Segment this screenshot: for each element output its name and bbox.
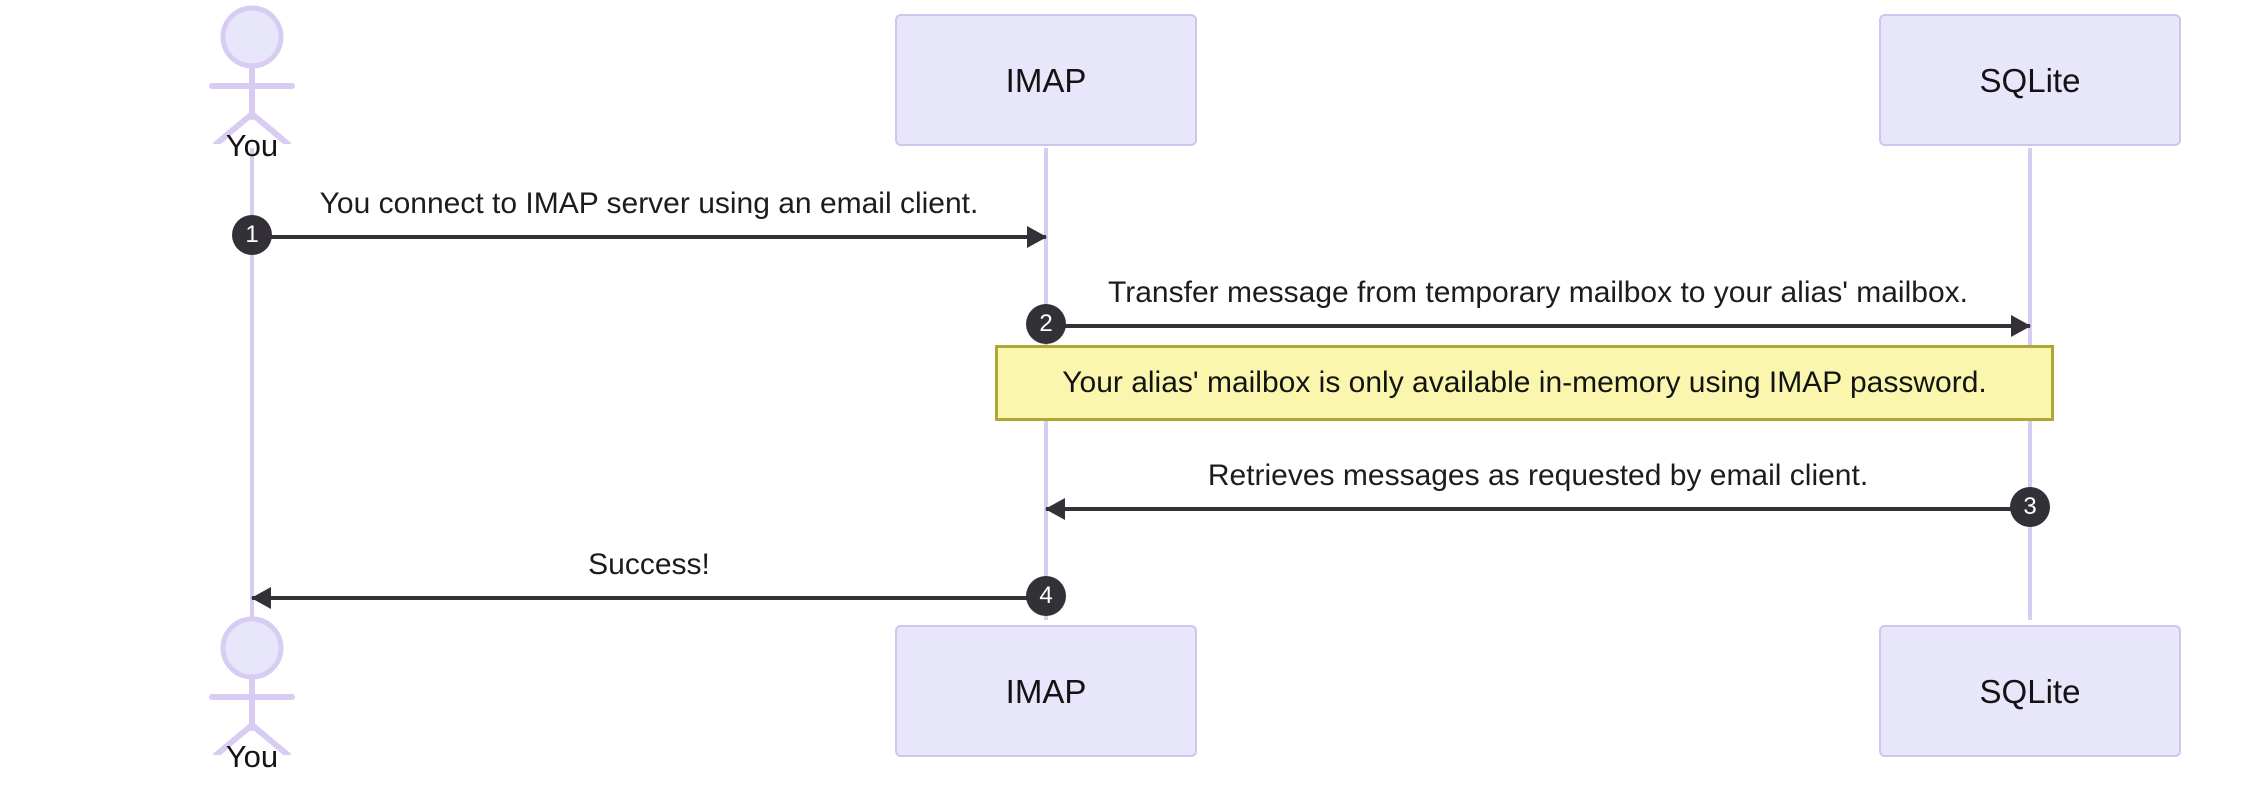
actor-figure-icon (209, 5, 295, 144)
message-2-sequence-badge: 2 (1026, 304, 1066, 344)
message-4-line (252, 596, 1046, 600)
message-4-label: Success! (588, 548, 710, 581)
message-2-arrowhead-icon (2011, 315, 2031, 337)
participant-sqlite-bottom-label: SQLite (1979, 672, 2081, 710)
actor-figure-icon (209, 616, 295, 755)
actor-you-bottom[interactable]: You (192, 615, 312, 772)
message-1-line (252, 235, 1046, 239)
participant-imap-bottom[interactable]: IMAP (895, 625, 1197, 757)
participant-imap-top[interactable]: IMAP (895, 14, 1197, 146)
message-1-sequence-badge: 1 (232, 215, 272, 255)
message-3-line (1046, 507, 2030, 511)
actor-you-top[interactable]: You (192, 4, 312, 161)
message-4-sequence-badge: 4 (1026, 576, 1066, 616)
participant-sqlite-top-label: SQLite (1979, 61, 2081, 99)
lifeline-you (250, 148, 254, 640)
participant-sqlite-bottom[interactable]: SQLite (1879, 625, 2181, 757)
message-3-sequence-badge: 3 (2010, 487, 2050, 527)
message-2-label: Transfer message from temporary mailbox … (1108, 276, 1968, 309)
participant-sqlite-top[interactable]: SQLite (1879, 14, 2181, 146)
message-1-arrowhead-icon (1027, 226, 1047, 248)
message-2-line (1046, 324, 2030, 328)
actor-you-bottom-label: You (225, 739, 279, 774)
message-3-label: Retrieves messages as requested by email… (1207, 459, 1869, 492)
message-3-arrowhead-icon (1045, 498, 1065, 520)
note-imap-memory-text: Your alias' mailbox is only available in… (1062, 366, 1987, 399)
message-1-label: You connect to IMAP server using an emai… (319, 187, 979, 220)
actor-you-top-label: You (225, 128, 279, 163)
note-imap-memory[interactable]: Your alias' mailbox is only available in… (995, 345, 2054, 421)
message-4-arrowhead-icon (251, 587, 271, 609)
participant-imap-top-label: IMAP (1005, 61, 1087, 99)
participant-imap-bottom-label: IMAP (1005, 672, 1087, 710)
